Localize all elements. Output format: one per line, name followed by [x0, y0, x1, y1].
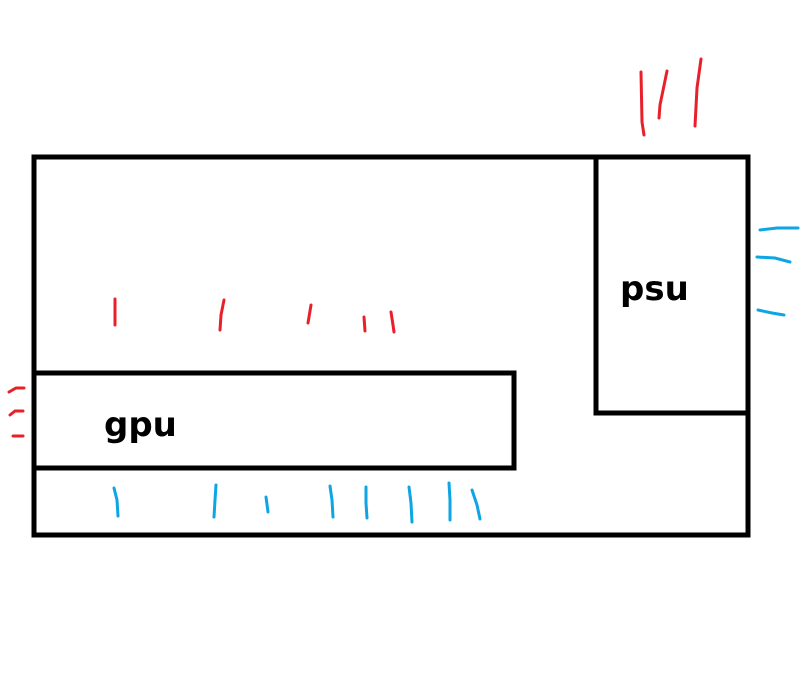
psu-hot-exhaust-arrows: [639, 57, 703, 137]
hot-air-stroke: [306, 303, 313, 325]
hot-air-stroke: [8, 409, 25, 417]
hot-air-stroke: [639, 70, 646, 137]
cold-air-stroke: [212, 483, 218, 519]
cold-air-stroke: [328, 484, 335, 519]
cold-air-stroke: [758, 226, 800, 232]
hot-air-stroke: [7, 386, 26, 394]
cold-air-stroke: [756, 308, 786, 317]
psu-cold-intake-arrows: [755, 226, 800, 317]
gpu-hot-exhaust-arrows: [113, 297, 396, 334]
hot-air-stroke: [362, 315, 367, 333]
gpu-label: gpu: [104, 405, 177, 445]
gpu-box: [31, 370, 517, 471]
cold-air-stroke: [264, 495, 270, 514]
hot-air-stroke: [693, 57, 703, 128]
cold-air-stroke: [364, 485, 369, 520]
cold-air-stroke: [755, 255, 792, 264]
hot-air-stroke: [657, 69, 669, 120]
gpu-cold-intake-arrows: [112, 481, 482, 524]
cold-air-stroke: [407, 485, 414, 524]
psu-box: [593, 154, 751, 416]
psu-label: psu: [620, 269, 689, 309]
cold-air-stroke: [112, 486, 120, 518]
gpu-hot-exhaust-arrows-left: [7, 386, 26, 438]
cold-air-stroke: [470, 488, 482, 521]
hot-air-stroke: [218, 298, 226, 332]
cold-air-stroke: [447, 481, 452, 522]
case-outline: [31, 154, 751, 538]
hot-air-stroke: [389, 310, 396, 334]
